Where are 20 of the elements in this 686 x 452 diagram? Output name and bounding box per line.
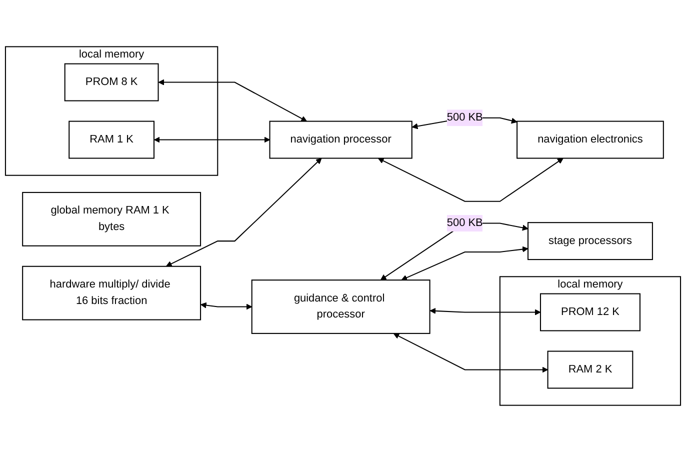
arrow [401,246,528,281]
arrow [158,79,307,122]
arrow [200,302,252,310]
node-box: navigation electronics [516,120,664,159]
edge-label: 500 KB [446,217,483,229]
node-box: PROM 12 K [540,293,640,332]
arrow [430,308,541,316]
arrow [378,158,564,202]
arrow [393,333,548,373]
arrow [154,136,270,143]
node-box: guidance & control processor [251,280,430,334]
node-box: stage processors [528,222,653,260]
node-box: RAM 2 K [547,350,634,389]
node-box: hardware multiply/ divide 16 bits fraction [22,266,202,320]
edge-label: 500 KB [446,112,483,124]
node-box: PROM 8 K [64,63,159,102]
node-box: global memory RAM 1 K bytes [22,192,202,246]
node-box: navigation processor [269,120,412,159]
arrow [166,158,322,267]
node-box: RAM 1 K [68,120,154,159]
